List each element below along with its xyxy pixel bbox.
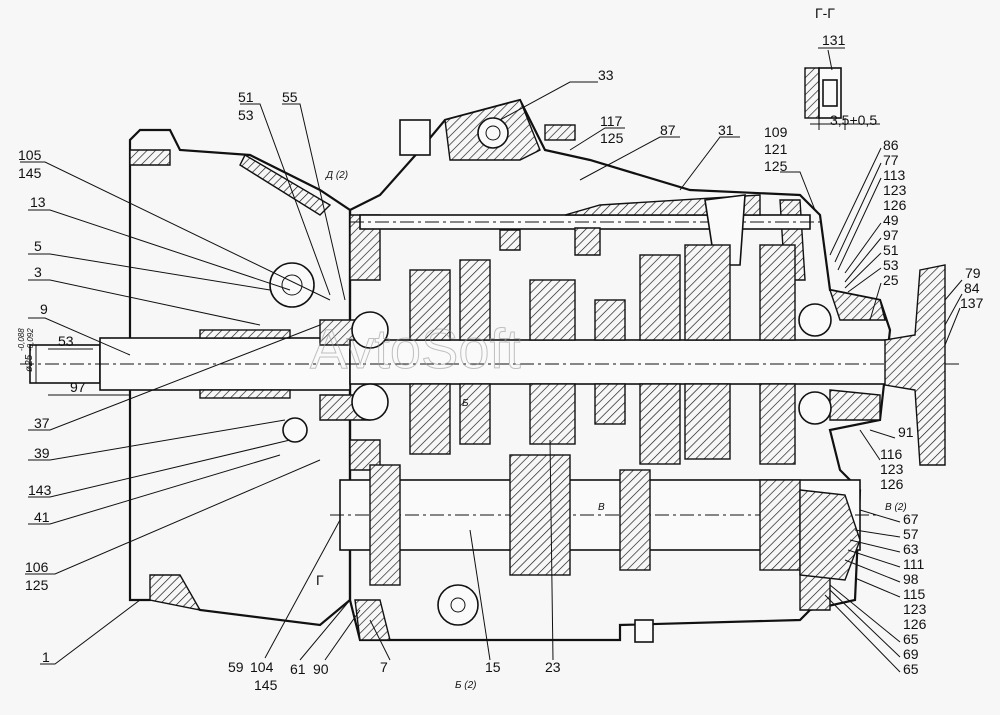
callout-98: 98 bbox=[903, 571, 919, 587]
callout-1: 1 bbox=[42, 649, 50, 665]
callout-123c: 123 bbox=[903, 601, 927, 617]
dim-53: 53 bbox=[58, 333, 74, 349]
callout-33: 33 bbox=[598, 67, 614, 83]
callouts-bottom: 59 104 145 61 90 7 15 23 bbox=[228, 659, 561, 693]
callout-105: 105 bbox=[18, 147, 42, 163]
callout-13: 13 bbox=[30, 194, 46, 210]
callout-137: 137 bbox=[960, 295, 984, 311]
callout-145: 145 bbox=[18, 165, 42, 181]
callout-15: 15 bbox=[485, 659, 501, 675]
callout-25: 25 bbox=[883, 272, 899, 288]
callout-65: 65 bbox=[903, 631, 919, 647]
callout-69: 69 bbox=[903, 646, 919, 662]
callout-125: 125 bbox=[600, 130, 624, 146]
callouts-right-upper: 86 77 113 123 126 49 97 51 53 25 79 84 1… bbox=[883, 137, 984, 311]
callout-63: 63 bbox=[903, 541, 919, 557]
mark-v2: В (2) bbox=[885, 502, 907, 513]
callout-104: 104 bbox=[250, 659, 274, 675]
callout-84: 84 bbox=[964, 280, 980, 296]
callout-113: 113 bbox=[883, 167, 906, 183]
callout-97: 97 bbox=[883, 227, 899, 243]
callout-131: 131 bbox=[822, 32, 846, 48]
watermark: AvtoSoft bbox=[310, 317, 521, 380]
dim-tol-upper: -0,088 bbox=[17, 328, 26, 351]
callout-41: 41 bbox=[34, 509, 50, 525]
callout-125b: 125 bbox=[764, 158, 788, 174]
callouts-right-mid: 91 116 123 126 bbox=[880, 424, 914, 492]
callouts-left: 105 145 13 5 3 9 37 39 143 41 106 125 1 bbox=[18, 147, 52, 665]
callouts-top: 33 117 125 87 31 109 121 125 51 53 55 bbox=[238, 67, 788, 174]
section-view-g-g bbox=[804, 49, 880, 130]
callouts-right-lower: 67 57 63 111 98 115 123 126 65 69 65 bbox=[903, 511, 927, 677]
callout-125c: 125 bbox=[25, 577, 49, 593]
callout-111: 111 bbox=[903, 556, 924, 572]
callout-51b: 51 bbox=[883, 242, 899, 258]
callout-91: 91 bbox=[898, 424, 914, 440]
callout-87: 87 bbox=[660, 122, 676, 138]
mark-g: Г bbox=[316, 572, 324, 588]
callout-5: 5 bbox=[34, 238, 42, 254]
mark-b: Б bbox=[462, 398, 469, 409]
dim-97: 97 bbox=[70, 379, 86, 395]
callout-115: 115 bbox=[903, 586, 926, 602]
callout-123b: 123 bbox=[880, 461, 904, 477]
callout-59: 59 bbox=[228, 659, 244, 675]
dimensions: 53 97 ø25 -0,088 -0,092 3,5+0,5 bbox=[17, 112, 877, 396]
shift-cover bbox=[350, 99, 820, 266]
callout-126: 126 bbox=[883, 197, 907, 213]
callout-126b: 126 bbox=[880, 476, 904, 492]
leader-lines bbox=[20, 81, 963, 673]
callout-79: 79 bbox=[965, 265, 981, 281]
callout-23: 23 bbox=[545, 659, 561, 675]
callout-106: 106 bbox=[25, 559, 49, 575]
countershaft bbox=[330, 454, 880, 643]
callout-123: 123 bbox=[883, 182, 907, 198]
main-shaft bbox=[20, 244, 960, 466]
dim-tol-lower: -0,092 bbox=[26, 328, 35, 351]
callout-31: 31 bbox=[718, 122, 734, 138]
callout-109: 109 bbox=[764, 124, 788, 140]
section-title: Г-Г bbox=[815, 5, 835, 21]
callout-90: 90 bbox=[313, 661, 329, 677]
callout-57: 57 bbox=[903, 526, 919, 542]
callout-65b: 65 bbox=[903, 661, 919, 677]
main-housing bbox=[348, 98, 892, 642]
callout-51: 51 bbox=[238, 89, 254, 105]
callout-145b: 145 bbox=[254, 677, 278, 693]
mark-d2: Д (2) bbox=[325, 170, 348, 181]
callout-116: 116 bbox=[880, 446, 903, 462]
callout-121: 121 bbox=[764, 141, 788, 157]
callout-77: 77 bbox=[883, 152, 899, 168]
callout-126c: 126 bbox=[903, 616, 927, 632]
callout-67: 67 bbox=[903, 511, 919, 527]
callout-61: 61 bbox=[290, 661, 306, 677]
callout-9: 9 bbox=[40, 301, 48, 317]
callout-39: 39 bbox=[34, 445, 50, 461]
mark-v: В bbox=[598, 502, 605, 513]
callout-86: 86 bbox=[883, 137, 899, 153]
callout-49: 49 bbox=[883, 212, 899, 228]
section-marks: Г-Г 131 Д (2) Б Б (2) В В (2) Г bbox=[316, 5, 907, 691]
callout-143: 143 bbox=[28, 482, 52, 498]
callout-117: 117 bbox=[600, 113, 623, 129]
mark-b2: Б (2) bbox=[455, 680, 477, 691]
callout-37: 37 bbox=[34, 415, 50, 431]
callout-53b: 53 bbox=[883, 257, 899, 273]
callout-3: 3 bbox=[34, 264, 42, 280]
callout-53: 53 bbox=[238, 107, 254, 123]
callout-7: 7 bbox=[380, 659, 388, 675]
dim-diameter: ø25 bbox=[24, 354, 35, 372]
callout-55: 55 bbox=[282, 89, 298, 105]
dim-section: 3,5+0,5 bbox=[830, 112, 877, 128]
